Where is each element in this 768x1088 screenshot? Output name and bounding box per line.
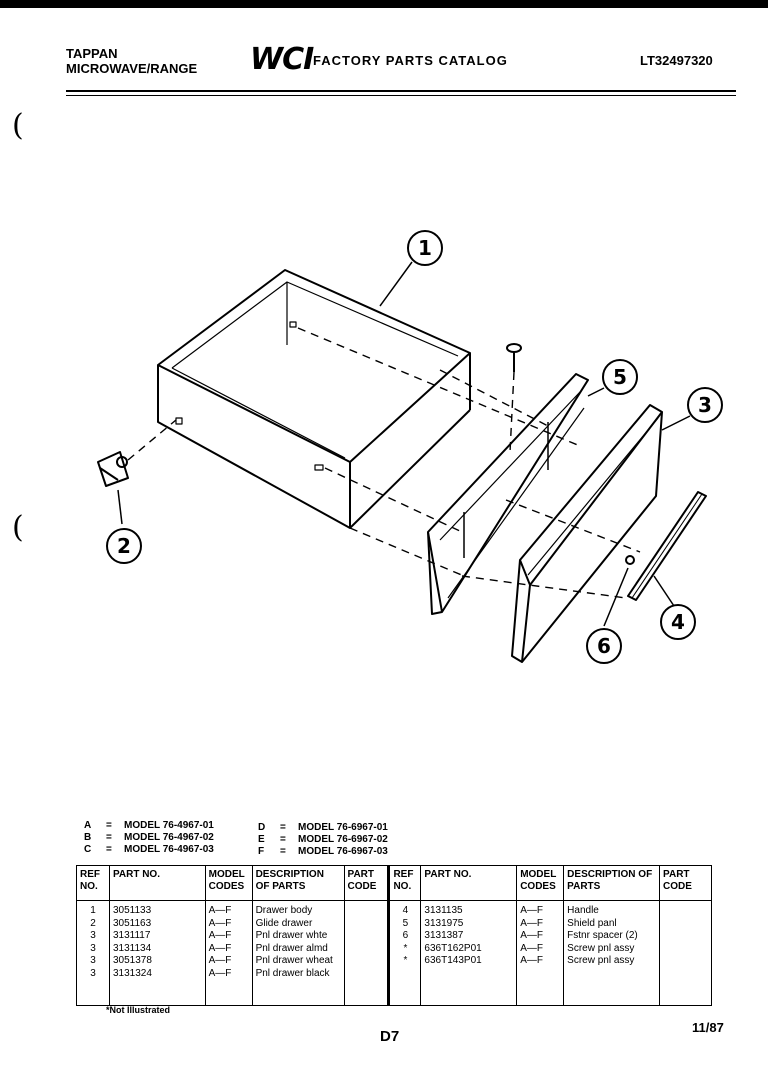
col-ref-no: REF NO.	[76, 865, 110, 901]
page-number: D7	[380, 1028, 400, 1045]
model-row: B=MODEL 76-4967-02	[84, 832, 214, 843]
binder-hole-mark: (	[12, 510, 24, 545]
left-part-cell: 3051133 3051163 3131117 3131134 3051378 …	[108, 900, 206, 1006]
shield-panel-part	[427, 373, 589, 615]
callout-1: 1	[407, 230, 443, 266]
header-product: TAPPAN MICROWAVE/RANGE	[66, 46, 197, 76]
model-row: E=MODEL 76-6967-02	[258, 834, 388, 845]
exploded-parts-diagram: 1 2 3 4 5 6	[97, 230, 723, 664]
col-part-no: PART NO.	[108, 865, 206, 901]
model-row: A=MODEL 76-4967-01	[84, 820, 214, 831]
col-part-no: PART NO.	[420, 865, 518, 901]
header-rule-thin	[66, 95, 736, 96]
binder-hole-mark: (	[12, 108, 24, 143]
col-part-code: PART CODE	[659, 865, 712, 901]
model-row: D=MODEL 76-6967-01	[258, 822, 388, 833]
col-model-codes: MODEL CODES	[516, 865, 565, 901]
glide-drawer-part	[97, 451, 129, 487]
right-desc-cell: Handle Shield panl Fstnr spacer (2) Scre…	[563, 900, 661, 1006]
left-partcode-cell	[343, 900, 390, 1006]
right-ref-cell: 4 5 6 * *	[387, 900, 422, 1006]
model-legend-left: A=MODEL 76-4967-01 B=MODEL 76-4967-02 C=…	[84, 820, 214, 856]
callout-2: 2	[106, 528, 142, 564]
svg-text:5: 5	[613, 365, 627, 389]
handle-part	[627, 491, 707, 601]
catalog-code: LT32497320	[640, 53, 713, 68]
brand-name: TAPPAN	[66, 46, 118, 61]
callout-3: 3	[687, 387, 723, 423]
header-rule	[66, 90, 736, 92]
product-type: MICROWAVE/RANGE	[66, 61, 198, 76]
drawer-front-panel-part	[511, 404, 663, 663]
catalog-title: FACTORY PARTS CATALOG	[313, 53, 508, 68]
callout-leaders	[117, 261, 691, 627]
model-legend-right: D=MODEL 76-6967-01 E=MODEL 76-6967-02 F=…	[258, 822, 388, 858]
left-desc-cell: Drawer body Glide drawer Pnl drawer whte…	[251, 900, 345, 1006]
fastener-spacer-part	[625, 555, 635, 565]
right-partcode-cell	[659, 900, 712, 1006]
top-border	[0, 0, 768, 8]
col-ref-no: REF NO.	[387, 865, 422, 901]
callout-4: 4	[660, 604, 696, 640]
svg-text:3: 3	[698, 393, 712, 417]
svg-text:1: 1	[418, 236, 432, 260]
catalog-date: 11/87	[692, 1020, 724, 1035]
footnote: *Not Illustrated	[106, 1005, 171, 1015]
drawer-body-part	[157, 269, 471, 529]
col-model-codes: MODEL CODES	[204, 865, 253, 901]
callout-5: 5	[602, 359, 638, 395]
assembly-lines	[127, 327, 641, 599]
table-header-row: REF NO. PART NO. MODEL CODES DESCRIPTION…	[76, 865, 712, 901]
col-part-code: PART CODE	[343, 865, 390, 901]
table-body-row: 1 2 3 3 3 3 3051133 3051163 3131117 3131…	[76, 900, 712, 1006]
model-row: C=MODEL 76-4967-03	[84, 844, 214, 855]
wci-logo: WCI	[250, 42, 314, 77]
parts-table: REF NO. PART NO. MODEL CODES DESCRIPTION…	[76, 865, 712, 1006]
col-description: DESCRIPTION OF PARTS	[563, 865, 661, 901]
svg-text:6: 6	[597, 634, 611, 658]
screw-part	[506, 343, 522, 372]
col-description: DESCRIPTION OF PARTS	[251, 865, 345, 901]
callout-6: 6	[586, 628, 622, 664]
right-codes-cell: A—F A—F A—F A—F A—F	[516, 900, 565, 1006]
left-ref-cell: 1 2 3 3 3 3	[76, 900, 110, 1006]
svg-text:2: 2	[117, 534, 131, 558]
svg-text:4: 4	[671, 610, 685, 634]
left-codes-cell: A—F A—F A—F A—F A—F A—F	[204, 900, 253, 1006]
model-row: F=MODEL 76-6967-03	[258, 846, 388, 857]
right-part-cell: 3131135 3131975 3131387 636T162P01 636T1…	[420, 900, 518, 1006]
